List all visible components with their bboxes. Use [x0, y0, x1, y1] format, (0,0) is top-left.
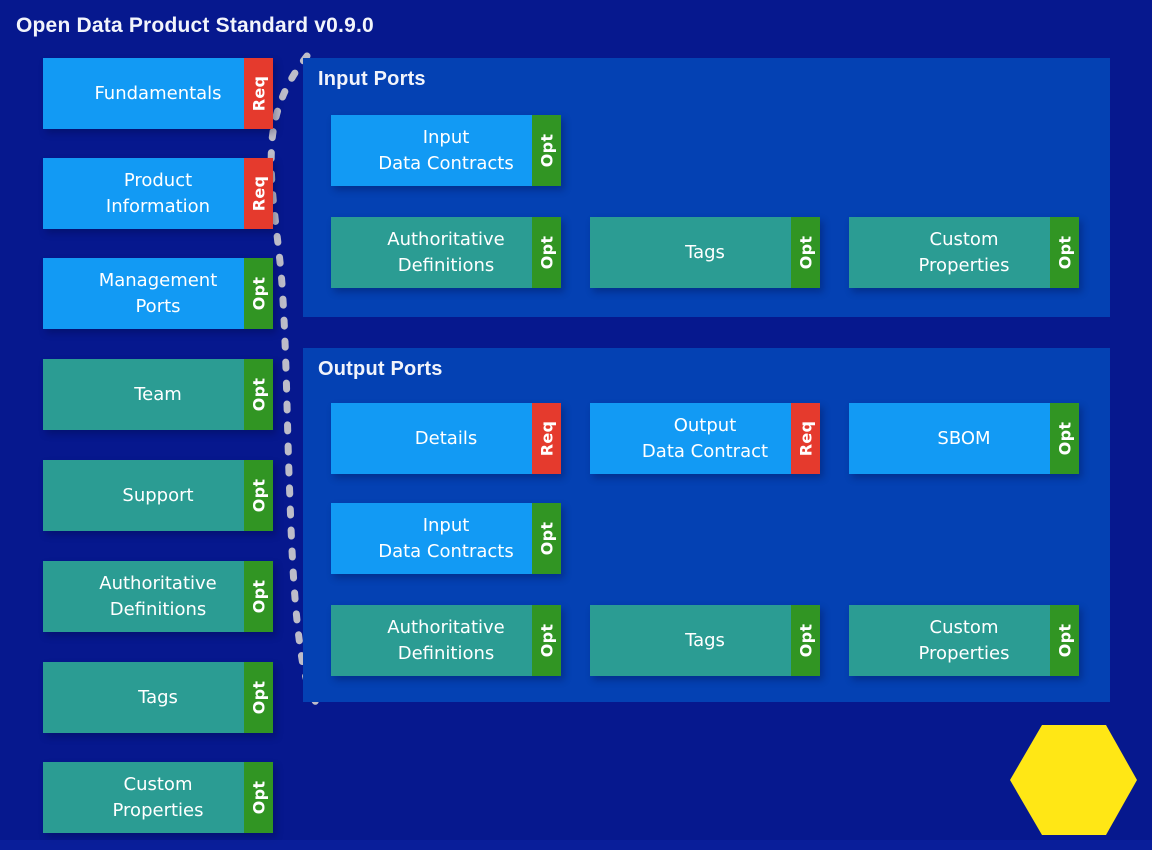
input-block-input-data-contracts: Input Data Contracts Opt	[331, 115, 561, 186]
block-support: Support Opt	[43, 460, 273, 531]
optional-badge: Opt	[532, 115, 561, 186]
block-label: Custom Properties	[112, 773, 204, 821]
block-label: Authoritative Definitions	[387, 228, 505, 276]
optional-badge: Opt	[244, 460, 273, 531]
optional-badge: Opt	[532, 605, 561, 676]
block-team: Team Opt	[43, 359, 273, 430]
bottom-edge-strip	[0, 840, 1152, 850]
optional-badge: Opt	[244, 762, 273, 833]
input-block-tags: Tags Opt	[590, 217, 820, 288]
input-block-custom-properties: Custom Properties Opt	[849, 217, 1079, 288]
input-block-authoritative-definitions: Authoritative Definitions Opt	[331, 217, 561, 288]
input-ports-panel: Input Ports Input Data Contracts Opt Aut…	[303, 58, 1110, 317]
optional-badge: Opt	[1050, 605, 1079, 676]
block-label: Support	[122, 484, 194, 506]
block-fundamentals: Fundamentals Req	[43, 58, 273, 129]
input-ports-title: Input Ports	[318, 68, 426, 90]
block-label: Input Data Contracts	[378, 126, 514, 174]
block-label: SBOM	[937, 427, 991, 449]
required-badge: Req	[244, 58, 273, 129]
block-label: Tags	[685, 629, 725, 651]
block-label: Input Data Contracts	[378, 514, 514, 562]
optional-badge: Opt	[791, 605, 820, 676]
optional-badge: Opt	[532, 217, 561, 288]
optional-badge: Opt	[244, 258, 273, 329]
required-badge: Req	[244, 158, 273, 229]
block-label: Authoritative Definitions	[387, 616, 505, 664]
output-block-authoritative-definitions: Authoritative Definitions Opt	[331, 605, 561, 676]
output-ports-title: Output Ports	[318, 358, 443, 380]
block-label: Custom Properties	[918, 616, 1010, 664]
optional-badge: Opt	[244, 561, 273, 632]
required-badge: Req	[532, 403, 561, 474]
required-badge: Req	[791, 403, 820, 474]
block-management-ports: Management Ports Opt	[43, 258, 273, 329]
optional-badge: Opt	[791, 217, 820, 288]
block-label: Authoritative Definitions	[99, 572, 217, 620]
block-label: Custom Properties	[918, 228, 1010, 276]
output-block-tags: Tags Opt	[590, 605, 820, 676]
block-label: Tags	[138, 686, 178, 708]
output-block-input-data-contracts: Input Data Contracts Opt	[331, 503, 561, 574]
block-product-information: Product Information Req	[43, 158, 273, 229]
output-block-details: Details Req	[331, 403, 561, 474]
block-label: Team	[134, 383, 182, 405]
output-block-custom-properties: Custom Properties Opt	[849, 605, 1079, 676]
output-ports-panel: Output Ports Details Req Output Data Con…	[303, 348, 1110, 702]
block-label: Management Ports	[98, 269, 218, 317]
page-title: Open Data Product Standard v0.9.0	[16, 14, 374, 37]
optional-badge: Opt	[1050, 217, 1079, 288]
block-label: Details	[414, 427, 478, 449]
output-block-sbom: SBOM Opt	[849, 403, 1079, 474]
optional-badge: Opt	[244, 359, 273, 430]
block-label: Fundamentals	[94, 82, 222, 104]
block-label: Product Information	[105, 169, 211, 217]
optional-badge: Opt	[532, 503, 561, 574]
block-label: Tags	[685, 241, 725, 263]
block-tags: Tags Opt	[43, 662, 273, 733]
optional-badge: Opt	[1050, 403, 1079, 474]
block-authoritative-definitions: Authoritative Definitions Opt	[43, 561, 273, 632]
block-label: Output Data Contract	[641, 414, 769, 462]
output-block-output-data-contract: Output Data Contract Req	[590, 403, 820, 474]
optional-badge: Opt	[244, 662, 273, 733]
block-custom-properties: Custom Properties Opt	[43, 762, 273, 833]
